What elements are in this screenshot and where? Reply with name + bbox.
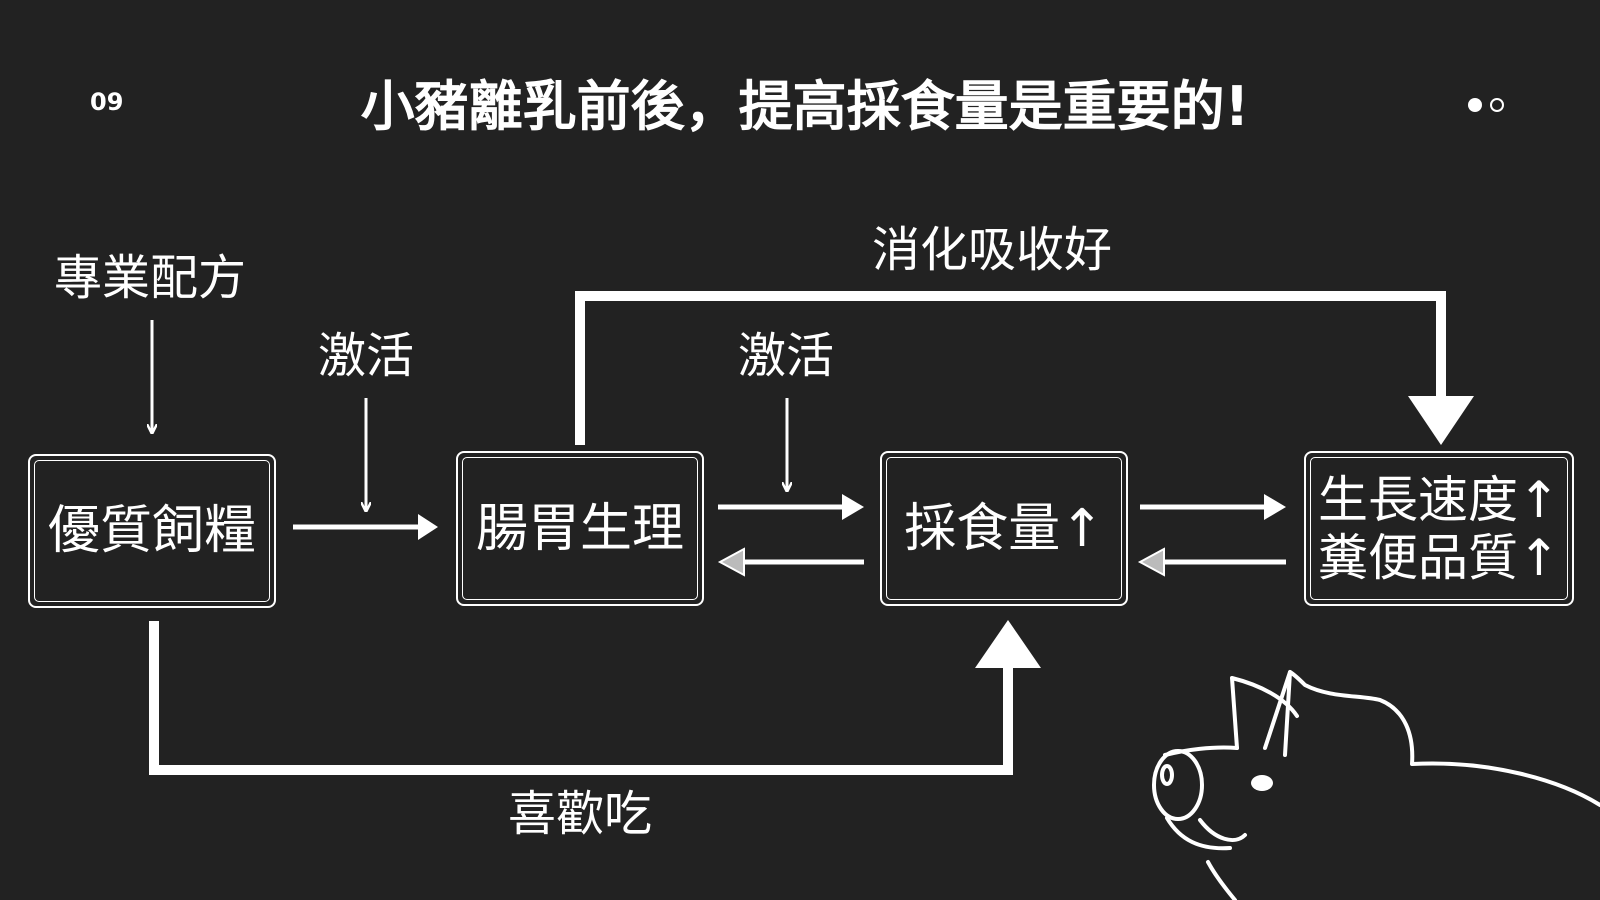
feed-to-gut-arrow: [293, 514, 438, 540]
node-growth-label-line1: 生長速度↑: [1318, 470, 1560, 529]
slide-title: 小豬離乳前後，提高採食量是重要的!: [360, 75, 1250, 138]
growth-to-intake-arrow: [1137, 547, 1286, 577]
gut-to-intake-arrow: [718, 494, 864, 520]
node-gut-frame: 腸胃生理: [462, 457, 698, 600]
page-number: 09: [90, 88, 124, 116]
label-activate-1: 激活: [318, 328, 415, 384]
node-growth-frame: 生長速度↑ 糞便品質↑: [1310, 457, 1568, 600]
node-intake: 採食量↑: [880, 451, 1128, 606]
node-gut: 腸胃生理: [456, 451, 704, 606]
label-digestion: 消化吸收好: [872, 222, 1113, 278]
label-formula: 專業配方: [54, 250, 247, 306]
intake-to-gut-arrow: [717, 547, 864, 577]
node-growth-label-line2: 糞便品質↑: [1318, 528, 1560, 587]
node-gut-label: 腸胃生理: [475, 498, 684, 559]
pig-eye-icon: [1251, 775, 1273, 791]
node-intake-label: 採食量↑: [904, 498, 1104, 559]
node-growth: 生長速度↑ 糞便品質↑: [1304, 451, 1574, 606]
node-intake-frame: 採食量↑: [886, 457, 1122, 600]
dot-filled-icon: [1468, 98, 1482, 112]
node-feed-label: 優質飼糧: [47, 501, 256, 561]
pig-outline-icon: [1152, 670, 1600, 900]
digestion-connector: [575, 291, 1474, 445]
likes-to-eat-connector: [149, 620, 1041, 775]
label-activate-2: 激活: [738, 328, 835, 384]
label-likes-to-eat: 喜歡吃: [508, 786, 653, 842]
node-feed: 優質飼糧: [28, 454, 276, 608]
pagination-dots-icon: [1468, 98, 1518, 114]
intake-to-growth-arrow: [1140, 494, 1286, 520]
node-feed-frame: 優質飼糧: [34, 460, 270, 602]
dot-hollow-icon: [1490, 98, 1504, 112]
